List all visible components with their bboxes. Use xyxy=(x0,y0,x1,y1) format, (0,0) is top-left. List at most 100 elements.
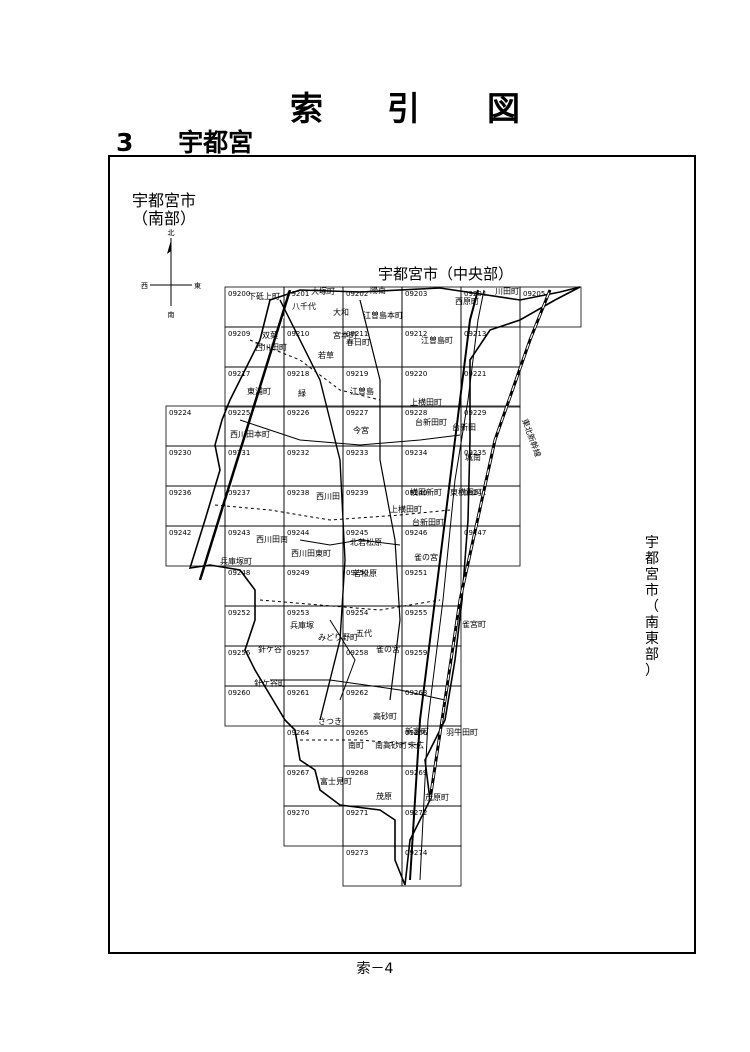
place-name-label: 若草 xyxy=(318,350,334,360)
grid-cell xyxy=(519,286,582,328)
grid-cell-number: 09258 xyxy=(346,649,368,657)
grid-cell-number: 09219 xyxy=(346,370,368,378)
place-name-label: 緑 xyxy=(298,388,306,398)
place-name-label: さつき xyxy=(318,717,342,726)
grid-cell-number: 09248 xyxy=(228,569,250,577)
grid-cell-number: 09212 xyxy=(405,330,427,338)
grid-cell-number: 09237 xyxy=(228,489,250,497)
place-name-label: 南高砂町 xyxy=(375,740,407,750)
place-name-label: 台新田 xyxy=(452,422,476,432)
grid-cell-number: 09246 xyxy=(405,529,428,537)
grid-cell-number: 09257 xyxy=(287,649,309,657)
place-name-label: 江曽島 xyxy=(350,386,374,396)
grid-cell-number: 09218 xyxy=(287,370,309,378)
grid-cell-number: 09268 xyxy=(346,769,368,777)
map-frame xyxy=(108,155,696,954)
grid-cell-number: 09239 xyxy=(346,489,368,497)
grid-cell-number: 09244 xyxy=(287,529,310,537)
grid-cell-number: 09250 xyxy=(346,569,368,577)
section-name: 宇都宮 xyxy=(178,128,254,157)
title-char-2: 引 xyxy=(387,89,420,128)
place-name-label: 大塚町 xyxy=(311,286,335,296)
southeast-area-label: 宇都宮市（南東部） xyxy=(645,535,659,679)
grid-cell-number: 09259 xyxy=(405,649,427,657)
grid-cell-number: 09273 xyxy=(346,849,368,857)
grid-cell-number: 09274 xyxy=(405,849,428,857)
grid-cell-number: 09271 xyxy=(346,809,368,817)
grid-cell-number: 09243 xyxy=(228,529,250,537)
place-name-label: 江曽島本町 xyxy=(363,310,403,320)
place-name-label: 五代 xyxy=(356,628,372,638)
grid-cell-number: 09267 xyxy=(287,769,309,777)
place-name-label: 高砂町 xyxy=(373,711,397,721)
grid-cell-number: 09202 xyxy=(346,290,368,298)
grid-cell-number: 09201 xyxy=(287,290,309,298)
grid-cell-number: 09241 xyxy=(464,489,486,497)
place-name-label: 末広 xyxy=(408,740,424,750)
compass-rose: 北 南 東 西 xyxy=(141,229,201,319)
place-name-label: 東北新幹線 xyxy=(520,417,543,458)
center-area-label: 宇都宮市（中央部） xyxy=(378,265,514,283)
grid-cell-number: 09272 xyxy=(405,809,427,817)
place-name-label: 東浦町 xyxy=(247,386,271,396)
grid-cell-number: 09253 xyxy=(287,609,309,617)
grid-cell-number: 09249 xyxy=(287,569,309,577)
place-name-label: 雀の宮 xyxy=(414,552,438,562)
city-label-line-1: 宇都宮市 xyxy=(132,191,197,210)
grid-cell-number: 09265 xyxy=(346,729,368,737)
grid-cell-number: 09266 xyxy=(405,729,428,737)
title-char-1: 索 xyxy=(290,89,323,128)
place-name-label: 双葉 xyxy=(262,330,278,340)
place-name-label: 台新田町 xyxy=(415,417,447,427)
place-name-label: 雀宮町 xyxy=(462,619,486,629)
place-name-label: 今宮 xyxy=(353,425,369,435)
grid-cell-number: 09263 xyxy=(405,689,427,697)
grid-cell-number: 09240 xyxy=(405,489,427,497)
grid-cell-number: 09270 xyxy=(287,809,309,817)
grid-cell-number: 09245 xyxy=(346,529,368,537)
grid-cell-number: 09225 xyxy=(228,409,250,417)
place-name-label: 新富町 xyxy=(405,726,429,736)
grid-cell-number: 09211 xyxy=(346,330,368,338)
grid-cell-number: 09203 xyxy=(405,290,427,298)
place-name-label: 羽牛田町 xyxy=(446,727,478,737)
grid-cell-number: 09254 xyxy=(346,609,369,617)
place-labels: 下砥上町大塚町八千代大和陽南江曽島本町西原町川田町双葉西川田町宮本町春日町江曽島… xyxy=(220,285,543,802)
grid-cell-number: 09233 xyxy=(346,449,368,457)
place-name-label: 西川田東町 xyxy=(291,548,331,558)
place-name-label: 南町 xyxy=(348,740,364,750)
grid-cell-number: 09236 xyxy=(169,489,192,497)
grid-cell-number: 09264 xyxy=(287,729,310,737)
page-number: 索－4 xyxy=(356,961,394,977)
map-lines xyxy=(188,286,581,886)
place-name-label: 西川田本町 xyxy=(230,429,270,439)
grid-cell-number: 09220 xyxy=(405,370,427,378)
compass-east: 東 xyxy=(194,281,201,290)
compass-west: 西 xyxy=(141,282,148,290)
grid-cell-number: 09210 xyxy=(287,330,309,338)
grid-cell-number: 09261 xyxy=(287,689,309,697)
place-name-label: 川田町 xyxy=(495,287,519,296)
place-name-label: 台新田町 xyxy=(412,517,444,527)
grid-cell-number: 09229 xyxy=(464,409,486,417)
grid-cell-number: 09224 xyxy=(169,409,192,417)
grid-cell-number: 09255 xyxy=(405,609,427,617)
place-name-label: 陽南 xyxy=(370,285,386,295)
place-name-label: 城南 xyxy=(465,452,481,462)
section-number: 3 xyxy=(116,128,134,157)
grid-cell-number: 09226 xyxy=(287,409,310,417)
place-name-label: 茂原 xyxy=(376,791,392,801)
grid-cell-number: 09221 xyxy=(464,370,486,378)
grid-cell-number: 09260 xyxy=(228,689,250,697)
place-name-label: 江曽島町 xyxy=(421,335,453,345)
place-name-label: 兵庫塚町 xyxy=(220,556,252,566)
grid-cell-number: 09256 xyxy=(228,649,251,657)
section-heading: 3 宇都宮 xyxy=(116,123,253,159)
grid-cell-number: 09232 xyxy=(287,449,309,457)
place-name-label: 茂原町 xyxy=(425,792,449,802)
place-name-label: 西川田南 xyxy=(256,534,288,544)
page-title: 索 引 図 xyxy=(0,82,750,128)
grid-cell-number: 09234 xyxy=(405,449,428,457)
place-name-label: 針ケ谷町 xyxy=(254,678,286,688)
